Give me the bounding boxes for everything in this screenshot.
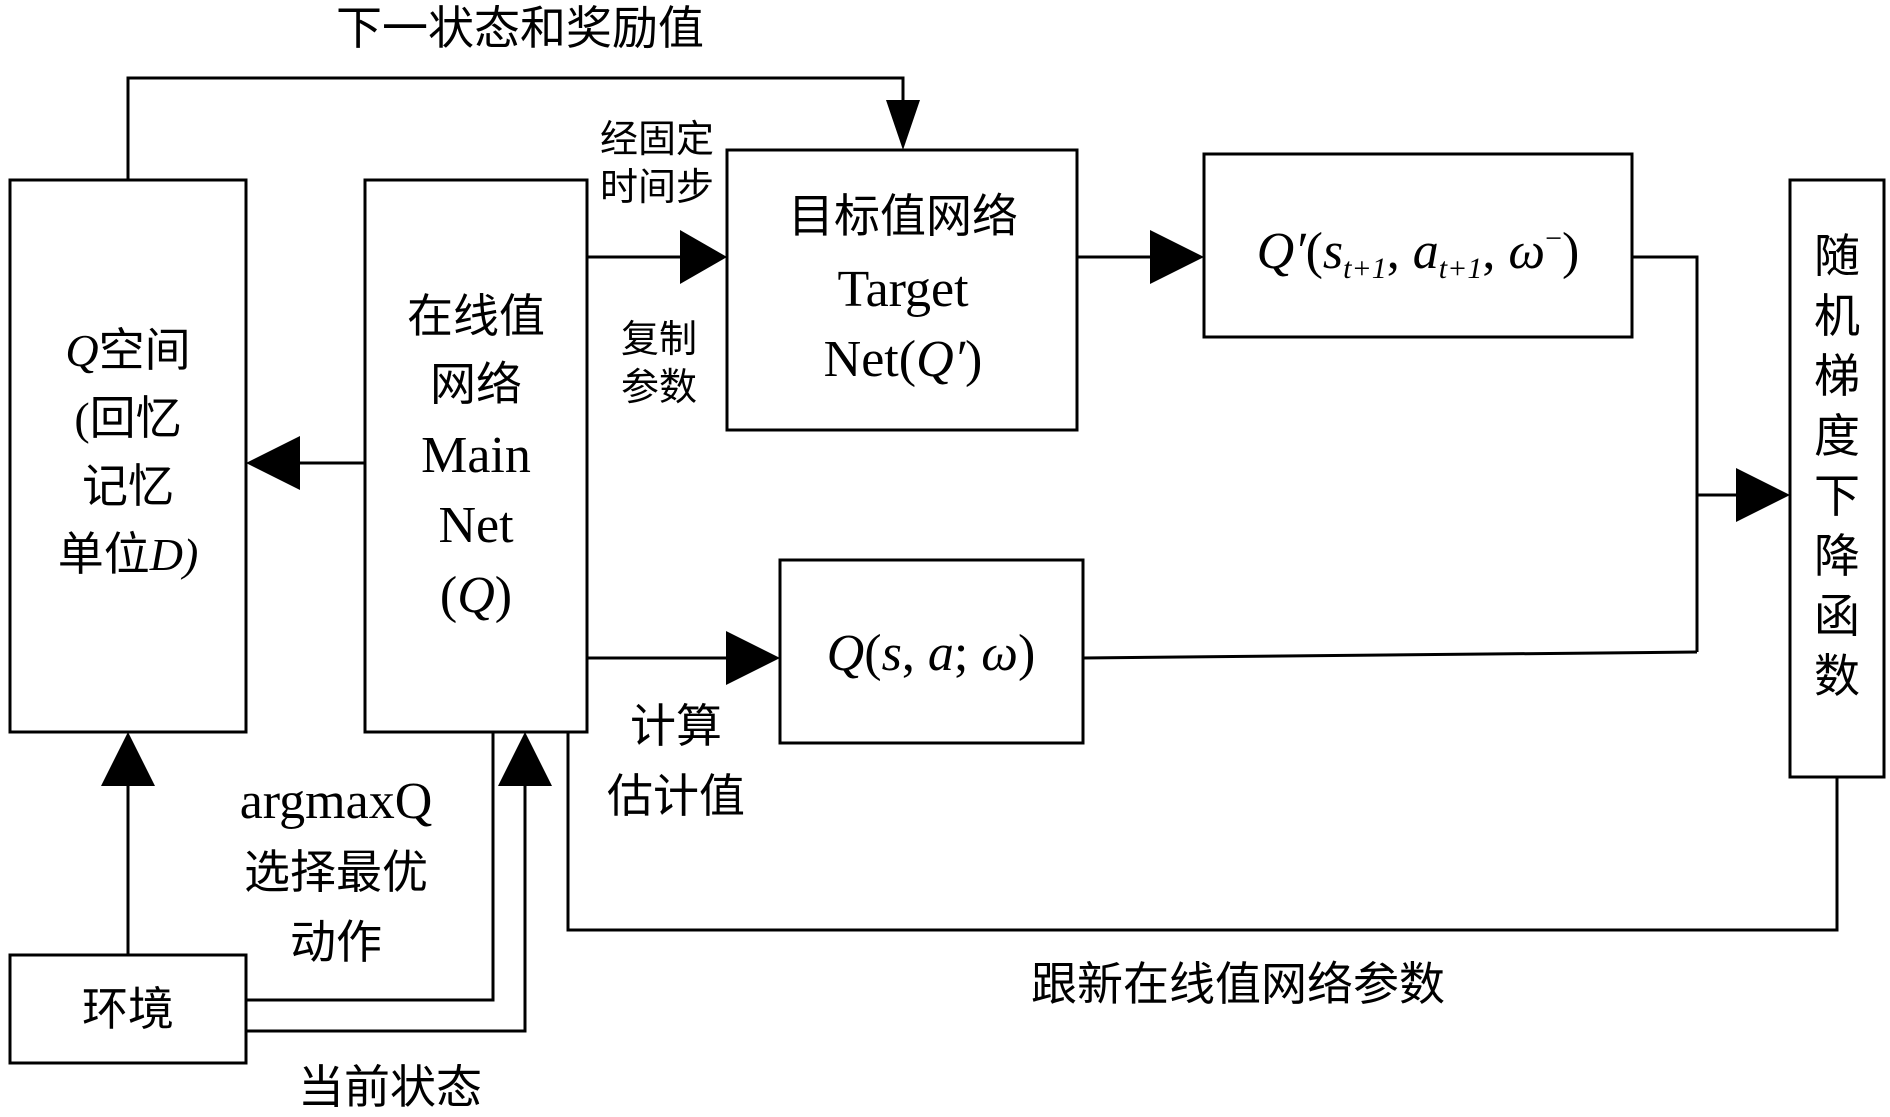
target-net-box — [725, 148, 1079, 432]
sgd-char-7: 函 — [1814, 591, 1860, 642]
main-net-line-1: 在线值 — [407, 291, 545, 342]
environment-label: 环境 — [82, 984, 174, 1035]
environment-box — [8, 953, 248, 1065]
fixed-step-label-2: 时间步 — [600, 167, 714, 209]
copy-params-label-2: 参数 — [621, 367, 697, 409]
compute-estimate-arrowhead — [726, 631, 780, 685]
next-state-arrowhead — [886, 100, 920, 150]
sgd-char-5: 下 — [1814, 471, 1860, 522]
store-memory-arrowhead — [246, 436, 300, 490]
next-state-reward-label: 下一状态和奖励值 — [336, 3, 704, 54]
target-to-qprime-arrowhead — [1150, 230, 1204, 284]
fixed-step-label-1: 经固定 — [600, 119, 714, 161]
sgd-char-8: 数 — [1814, 651, 1860, 702]
sgd-char-3: 梯 — [1814, 351, 1860, 402]
target-net-line-3: Net(Q′) — [824, 331, 983, 388]
argmax-label-3: 动作 — [290, 917, 382, 968]
main-net-box — [363, 178, 589, 734]
current-state-arrowhead — [498, 732, 552, 786]
compute-estimate-label-2: 估计值 — [607, 771, 745, 822]
compute-estimate-label-1: 计算 — [630, 701, 722, 752]
q-estimate-formula: Q(s, a; ω) — [827, 625, 1036, 682]
sgd-char-4: 度 — [1814, 411, 1860, 462]
sgd-char-2: 机 — [1814, 291, 1860, 342]
q-space-line-2: (回忆 — [74, 393, 181, 444]
argmax-label-2: 选择最优 — [244, 847, 428, 898]
update-params-label: 跟新在线值网络参数 — [1031, 959, 1445, 1010]
next-state-wire — [126, 76, 905, 180]
env-to-qspace-arrowhead — [101, 732, 155, 786]
current-state-wire — [246, 780, 527, 1033]
main-net-line-5: (Q) — [440, 567, 512, 624]
current-state-label: 当前状态 — [298, 1062, 482, 1113]
qest-to-sgd-wire — [1082, 650, 1698, 660]
q-space-line-3: 记忆 — [82, 461, 174, 512]
q-space-label: Q空间 — [65, 325, 190, 376]
qprime-to-sgd-wire — [1632, 255, 1699, 652]
main-net-line-3: Main — [421, 427, 531, 484]
update-params-wire — [566, 732, 1839, 932]
main-net-line-2: 网络 — [430, 359, 522, 410]
copy-params-arrowhead — [680, 230, 727, 284]
argmax-label-1: argmaxQ — [240, 773, 433, 830]
q-prime-box — [1202, 152, 1634, 339]
env-action-wire — [246, 732, 495, 1002]
sgd-char-1: 随 — [1814, 231, 1860, 282]
target-net-line-2: Target — [837, 261, 969, 318]
copy-params-label-1: 复制 — [621, 319, 697, 361]
q-space-line-4: 单位D) — [58, 529, 199, 580]
target-net-line-1: 目标值网络 — [788, 191, 1018, 242]
join-to-sgd-arrowhead — [1736, 468, 1790, 522]
q-space-box — [8, 178, 248, 734]
q-estimate-box — [778, 558, 1085, 745]
main-net-line-4: Net — [438, 497, 514, 554]
q-prime-formula: Q′(st+1, at+1, ω−) — [1257, 222, 1580, 285]
sgd-char-6: 降 — [1814, 531, 1860, 582]
